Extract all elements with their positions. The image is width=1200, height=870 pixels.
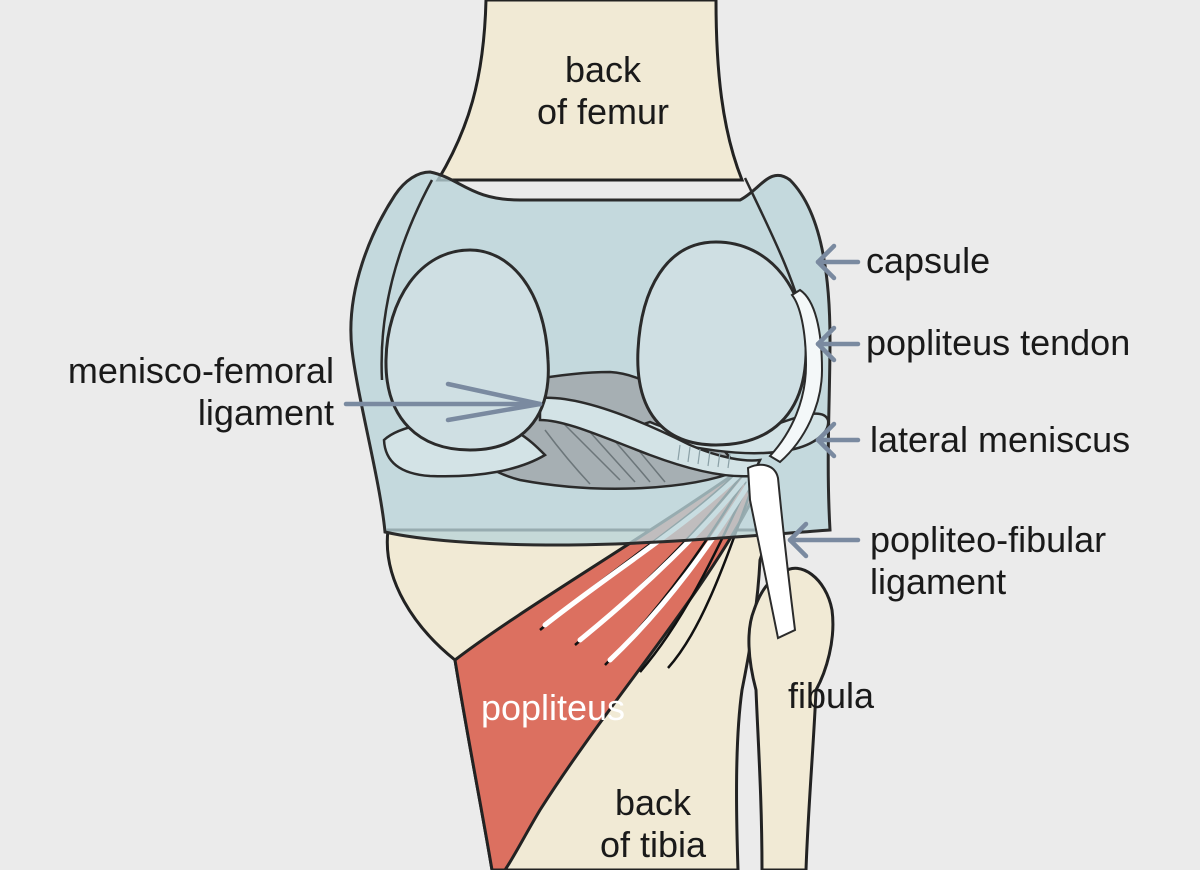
label-popliteus: popliteus (481, 687, 625, 728)
label-menisco-femoral-line1: menisco-femoral (68, 350, 334, 391)
label-popliteo-fibular-line2: ligament (870, 561, 1006, 602)
label-femur-line1: back (565, 49, 642, 90)
label-lateral-meniscus: lateral meniscus (870, 419, 1130, 460)
arrow-lateral-meniscus (815, 421, 861, 459)
label-femur-line2: of femur (537, 91, 669, 132)
label-popliteus-tendon: popliteus tendon (866, 322, 1130, 363)
label-menisco-femoral-line2: ligament (198, 392, 334, 433)
label-capsule: capsule (866, 240, 990, 281)
label-tibia-line2: of tibia (600, 824, 707, 865)
femur-shaft (435, 0, 745, 182)
popliteo-fibular-ligament (746, 463, 797, 640)
popliteus-muscle (453, 467, 754, 870)
lateral-condyle (636, 240, 808, 447)
label-fibula: fibula (788, 675, 875, 716)
arrow-popliteus-tendon (815, 325, 861, 363)
label-popliteo-fibular-line1: popliteo-fibular (870, 519, 1106, 560)
arrow-menisco-femoral (343, 381, 543, 423)
arrow-popliteo-fibular (787, 521, 861, 559)
label-tibia-line1: back (615, 782, 692, 823)
meniscus-striations (677, 444, 731, 469)
arrow-capsule (815, 243, 861, 281)
capsule-inner-line (380, 179, 434, 381)
medial-condyle (384, 248, 550, 452)
